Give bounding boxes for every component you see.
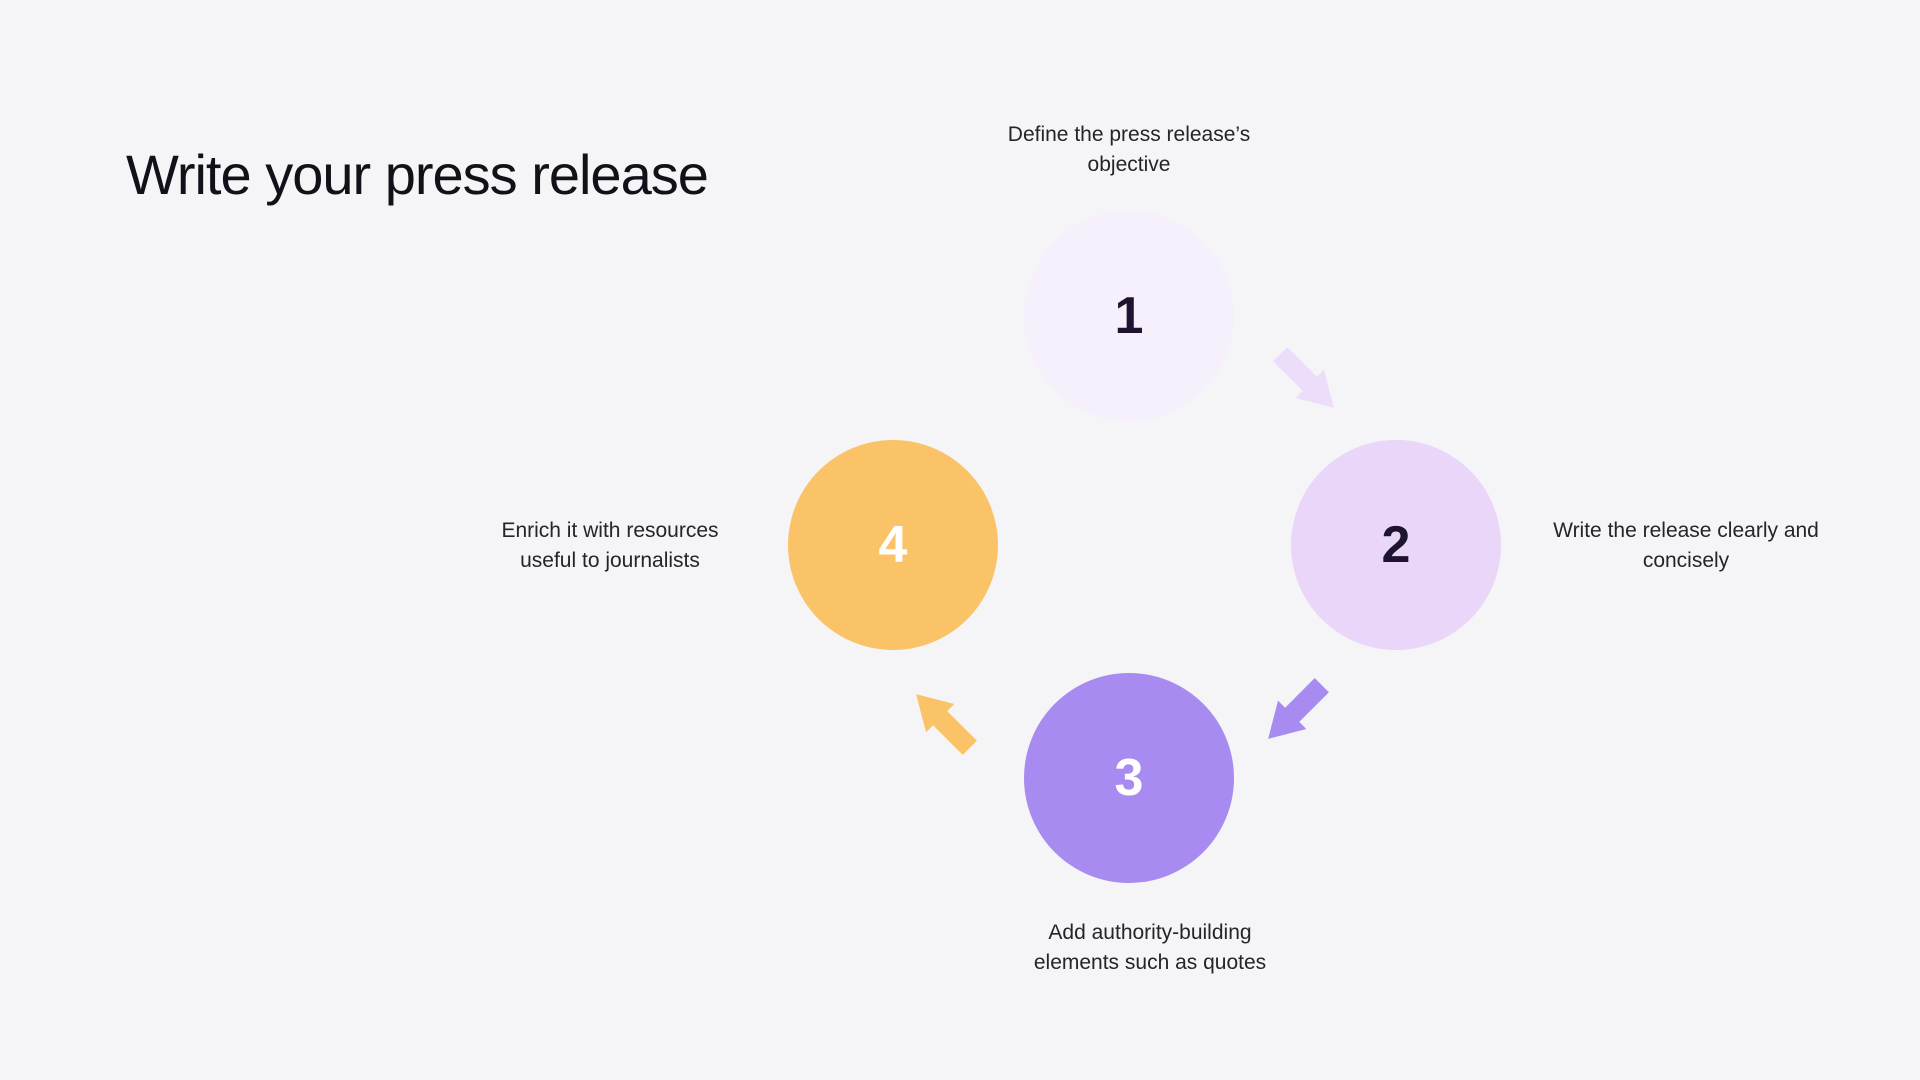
step-2-number: 2 — [1381, 516, 1411, 574]
step-1-label: Define the press release’s objective — [1007, 123, 1251, 176]
arrow-step2-to-step3-icon — [1268, 678, 1329, 739]
step-4-label: Enrich it with resources useful to journ… — [501, 519, 719, 572]
step-4-number: 4 — [878, 516, 908, 574]
step-3-label: Add authority-building elements such as … — [1033, 921, 1267, 974]
step-4-circle: 4 — [788, 440, 998, 650]
arrow-step3-to-step4-icon — [916, 694, 977, 755]
step-2-circle: 2 — [1291, 440, 1501, 650]
step-1-number: 1 — [1114, 287, 1144, 345]
arrow-step1-to-step2-icon — [1273, 347, 1334, 408]
step-1-circle: 1 — [1024, 211, 1234, 421]
step-3-circle: 3 — [1024, 673, 1234, 883]
step-2-label: Write the release clearly and concisely — [1553, 519, 1819, 572]
step-3-number: 3 — [1114, 749, 1144, 807]
page-title: Write your press release — [126, 143, 709, 206]
